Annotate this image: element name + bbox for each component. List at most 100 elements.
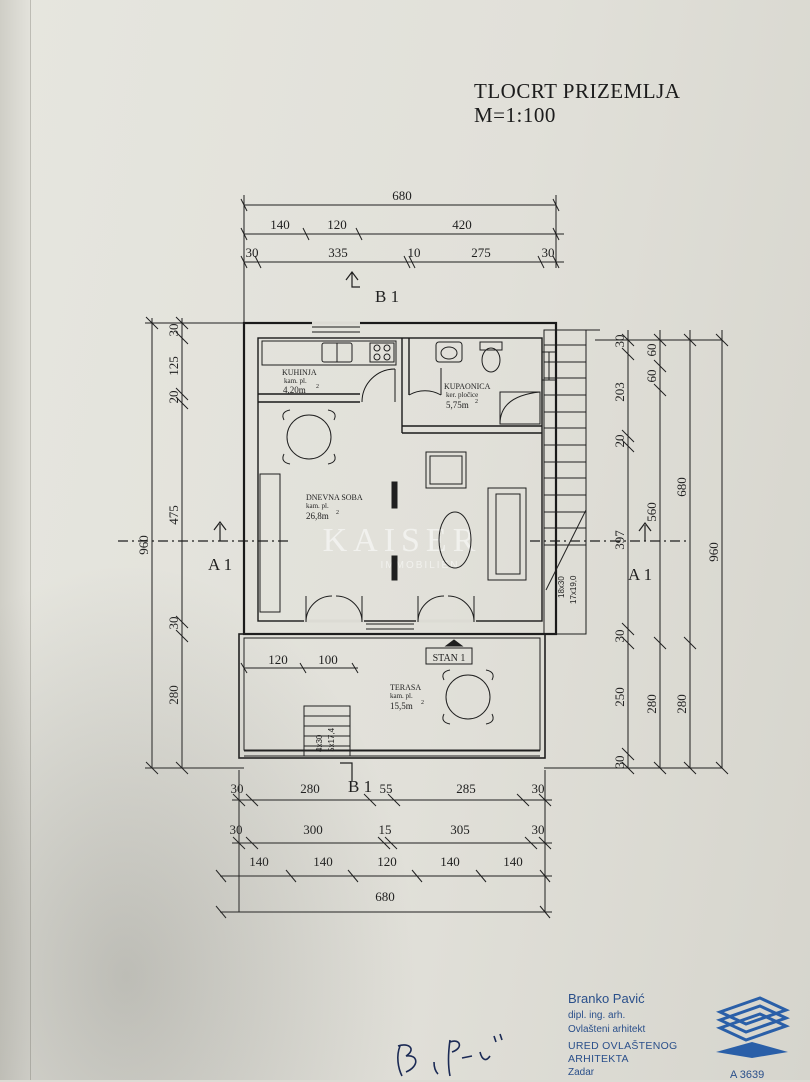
stair-spec-2: 17x19,0 xyxy=(569,575,578,604)
stamp-office-1: URED OVLAŠTENOG xyxy=(568,1040,678,1052)
dim-top-r3-5: 30 xyxy=(542,245,555,260)
dim-right-3: 20 xyxy=(612,435,627,448)
label-kuhinja-sup: 2 xyxy=(316,384,319,390)
dim-bot-r1-1: 30 xyxy=(231,781,244,796)
dim-terrace-2: 100 xyxy=(318,652,338,667)
bottom-dimensions xyxy=(215,770,552,919)
label-kupaonica-sup: 2 xyxy=(475,399,478,405)
stamp-number: A 3639 xyxy=(730,1069,765,1081)
label-dnevna-floor: kam. pl. xyxy=(306,502,329,510)
dim-right-c2-3: 280 xyxy=(644,694,659,714)
paper-fold-edge xyxy=(0,0,31,1080)
dim-left-total: 960 xyxy=(136,535,151,555)
dim-right-c2-2: 560 xyxy=(644,502,659,522)
watermark-sub: IMMOBILIEN xyxy=(381,560,460,571)
dim-right-c2-1b: 60 xyxy=(644,370,659,383)
bathroom-fixtures xyxy=(435,341,541,425)
chamber-logo-icon xyxy=(716,996,790,1058)
dim-top-r2-2: 120 xyxy=(327,217,347,232)
dim-right-1: 30 xyxy=(612,335,627,348)
dim-bot-total: 680 xyxy=(375,889,395,904)
label-terasa-sup: 2 xyxy=(421,700,424,706)
signature xyxy=(397,1033,503,1077)
label-kupaonica-area: 5,75m xyxy=(446,400,469,410)
top-dimensions xyxy=(240,195,564,322)
label-kuhinja-area: 4,20m xyxy=(283,385,306,395)
section-a-left xyxy=(118,521,290,542)
right-dimensions xyxy=(544,330,729,775)
dim-bot-r1-4: 285 xyxy=(456,781,476,796)
watermark-brand: KAISER xyxy=(323,522,482,559)
label-kuhinja: KUHINJA xyxy=(282,368,317,377)
terrace-dimensions xyxy=(240,662,359,674)
dim-right-2: 203 xyxy=(612,382,627,402)
dim-top-r2-3: 420 xyxy=(452,217,472,232)
dim-top-r2-1: 140 xyxy=(270,217,290,232)
dim-left-1: 30 xyxy=(166,324,181,337)
label-dnevna: DNEVNA SOBA xyxy=(306,493,363,502)
terrace-stair-spec-1: 4x30 xyxy=(315,734,324,752)
plan-title: TLOCRT PRIZEMLJA xyxy=(474,79,681,103)
dim-bot-r2-5: 30 xyxy=(532,822,545,837)
label-terasa-area: 15,5m xyxy=(390,701,413,711)
plan-scale: M=1:100 xyxy=(474,103,556,127)
dim-top-r3-2: 335 xyxy=(328,245,348,260)
dim-bot-r2-1: 30 xyxy=(230,822,243,837)
label-kupaonica-floor: ker. pločice xyxy=(446,391,478,399)
dim-bot-r1-2: 280 xyxy=(300,781,320,796)
dim-top-r3-4: 275 xyxy=(471,245,491,260)
dim-left-3: 20 xyxy=(166,391,181,404)
dim-left-6: 280 xyxy=(166,685,181,705)
section-a-right xyxy=(530,522,690,542)
kitchen-fixtures xyxy=(261,340,397,366)
dim-right-c2-1: 60 xyxy=(644,344,659,357)
stamp-office-2: ARHITEKTA xyxy=(568,1053,629,1065)
dim-left-4: 475 xyxy=(166,505,181,525)
stamp-architect-name: Branko Pavić xyxy=(568,991,645,1006)
dim-right-c4: 960 xyxy=(706,542,721,562)
outer-stairs xyxy=(543,329,600,635)
french-doors xyxy=(305,595,475,630)
watermark: KAISER IMMOBILIEN xyxy=(323,522,482,571)
dim-right-c3b: 280 xyxy=(674,694,689,714)
dim-bot-r2-3: 15 xyxy=(379,822,392,837)
label-dnevna-sup: 2 xyxy=(336,510,339,516)
label-terasa: TERASA xyxy=(390,683,421,692)
dim-left-5: 30 xyxy=(166,617,181,630)
terrace-stair-spec-2: 5x17,4 xyxy=(327,727,336,752)
label-dnevna-area: 26,8m xyxy=(306,511,329,521)
terrace xyxy=(238,633,546,759)
dim-bot-r3-5: 140 xyxy=(503,854,523,869)
dim-right-5: 30 xyxy=(612,630,627,643)
dim-bot-r2-4: 305 xyxy=(450,822,470,837)
dim-terrace-1: 120 xyxy=(268,652,288,667)
section-a-left-label: A 1 xyxy=(208,555,232,574)
dim-bot-r3-2: 140 xyxy=(313,854,333,869)
dim-bot-r2-2: 300 xyxy=(303,822,323,837)
section-a-right-label: A 1 xyxy=(628,565,652,584)
section-b-top xyxy=(345,271,360,288)
dim-right-4: 397 xyxy=(612,530,627,550)
dim-bot-r3-4: 140 xyxy=(440,854,460,869)
stamp-degree: dipl. ing. arh. xyxy=(568,1010,626,1021)
dim-bot-r3-3: 120 xyxy=(377,854,397,869)
label-unit: STAN 1 xyxy=(433,653,466,664)
dim-top-r3-1: 30 xyxy=(246,245,259,260)
label-kupaonica: KUPAONICA xyxy=(444,382,491,391)
dim-top-r3-3: 10 xyxy=(408,245,421,260)
dim-top-total: 680 xyxy=(392,188,412,203)
dim-right-c3: 680 xyxy=(674,477,689,497)
dim-bot-r1-5: 30 xyxy=(532,781,545,796)
dim-right-7: 30 xyxy=(612,756,627,769)
dim-bot-r1-3: 55 xyxy=(380,781,393,796)
living-furniture xyxy=(259,409,527,613)
section-b-bottom xyxy=(340,762,353,781)
section-b-bottom-label: B 1 xyxy=(348,777,372,796)
label-kuhinja-floor: kam. pl. xyxy=(284,377,307,385)
section-b-top-label: B 1 xyxy=(375,287,399,306)
stamp-role: Ovlašteni arhitekt xyxy=(568,1024,646,1035)
dim-right-6: 250 xyxy=(612,687,627,707)
stair-spec-1: 18x30 xyxy=(557,576,566,598)
label-terasa-floor: kam. pl. xyxy=(390,692,413,700)
